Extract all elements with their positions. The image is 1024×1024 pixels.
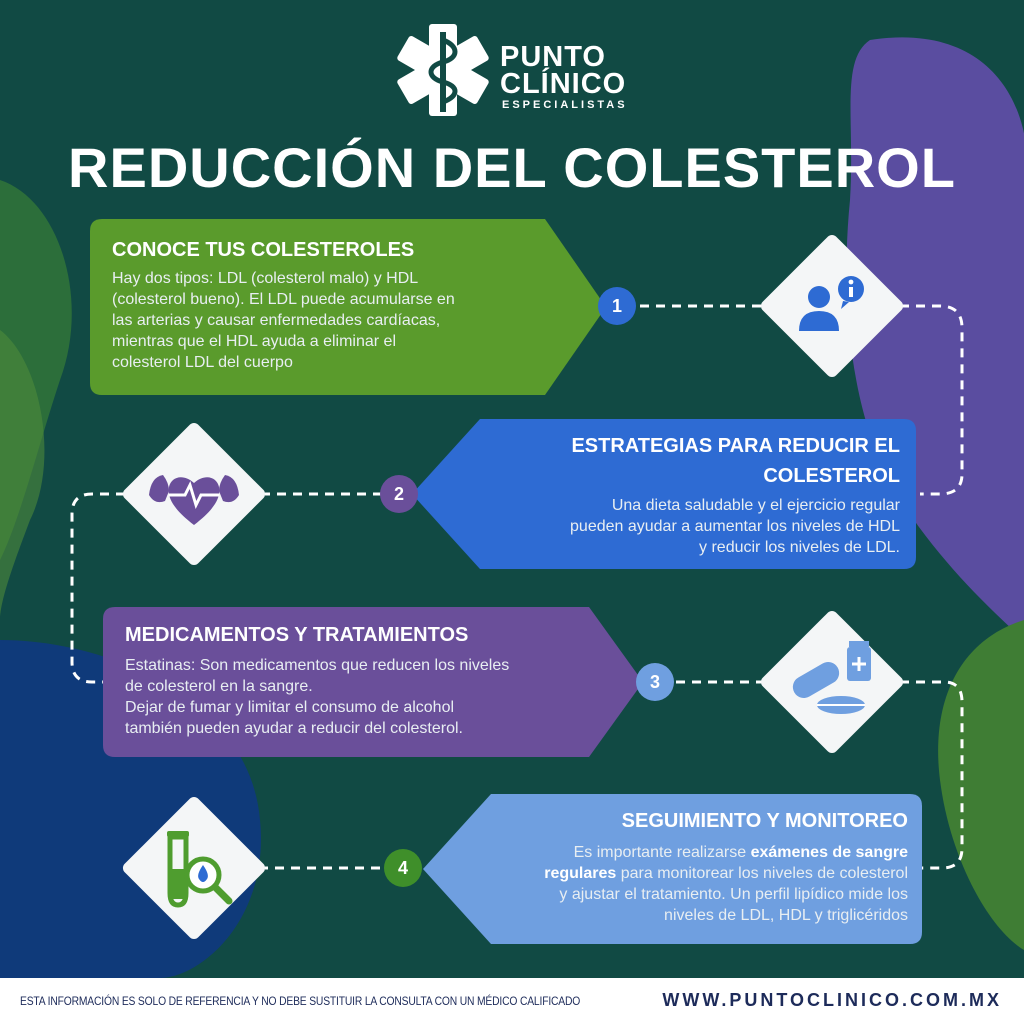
brand-logo — [397, 24, 489, 116]
step-1-body: Hay dos tipos: LDL (colesterol malo) y H… — [112, 268, 552, 373]
step-4-body-text: Es importante realizarse — [573, 844, 751, 861]
step-3-body-line: también pueden ayudar a reducir del cole… — [125, 720, 463, 737]
step-1-body-line: colesterol LDL del cuerpo — [112, 354, 293, 371]
brand-name-line2: CLÍNICO — [500, 68, 627, 100]
step-2-body-line: y reducir los niveles de LDL. — [699, 539, 900, 556]
brand-tagline: ESPECIALISTAS — [502, 99, 628, 111]
test-tube-search-icon — [167, 831, 233, 908]
step-4-title: SEGUIMIENTO Y MONITOREO — [621, 810, 908, 832]
step-card-2-shape — [412, 419, 916, 569]
step-1-body-line: mientras que el HDL ayuda a eliminar el — [112, 333, 396, 350]
step-4-number-badge: 4 — [384, 849, 422, 887]
footer-bar — [0, 978, 1024, 1024]
step-3-body-line: de colesterol en la sangre. — [125, 678, 313, 695]
step-4-body: Es importante realizarse exámenes de san… — [468, 842, 908, 926]
brand-name-line1: PUNTO — [500, 41, 606, 73]
footer-disclaimer: ESTA INFORMACIÓN ES SOLO DE REFERENCIA Y… — [20, 994, 581, 1008]
step-3-body-line: Estatinas: Son medicamentos que reducen … — [125, 657, 510, 674]
step-4-body-line: Es importante realizarse exámenes de san… — [468, 842, 908, 863]
page-title: REDUCCIÓN DEL COLESTEROL — [68, 136, 956, 199]
step-2-title-line: ESTRATEGIAS PARA REDUCIR EL — [571, 435, 900, 457]
step-card-3: MEDICAMENTOS Y TRATAMIENTOS Estatinas: S… — [103, 607, 645, 757]
step-2-body: Una dieta saludable y el ejercicio regul… — [460, 495, 900, 558]
step-card-2: ESTRATEGIAS PARA REDUCIR EL COLESTEROL U… — [410, 419, 916, 569]
step-1-body-line: Hay dos tipos: LDL (colesterol malo) y H… — [112, 270, 419, 287]
step-card-1-shape — [90, 219, 606, 395]
step-2-body-line: Una dieta saludable y el ejercicio regul… — [611, 497, 900, 514]
step-4-body-bold: regulares — [544, 865, 617, 882]
step-2-title-line: COLESTEROL — [763, 465, 900, 487]
step-card-4-shape — [423, 794, 922, 944]
step-card-3-shape — [103, 607, 643, 757]
step-3-body: Estatinas: Son medicamentos que reducen … — [125, 655, 615, 739]
step-2-number-badge: 2 — [380, 475, 418, 513]
step-3-title: MEDICAMENTOS Y TRATAMIENTOS — [125, 624, 469, 646]
step-card-1: CONOCE TUS COLESTEROLES Hay dos tipos: L… — [90, 219, 610, 395]
strong-heart-icon — [149, 475, 239, 525]
user-info-icon — [799, 276, 864, 331]
step-2-title: ESTRATEGIAS PARA REDUCIR EL COLESTEROL — [480, 431, 900, 491]
step-4-body-line: regulares para monitorear los niveles de… — [468, 863, 908, 884]
step-4-body-line: niveles de LDL, HDL y triglicéridos — [664, 907, 908, 924]
step-4-body-bold: exámenes de sangre — [750, 844, 908, 861]
step-1-body-line: (colesterol bueno). El LDL puede acumula… — [112, 291, 455, 308]
step-1-number-badge: 1 — [598, 287, 636, 325]
step-3-body-line: Dejar de fumar y limitar el consumo de a… — [125, 699, 455, 716]
step-4-body-line: y ajustar el tratamiento. Un perfil lipí… — [559, 886, 908, 903]
footer-website-link[interactable]: WWW.PUNTOCLINICO.COM.MX — [662, 990, 1002, 1010]
pills-icon — [792, 641, 871, 714]
step-2-body-line: pueden ayudar a aumentar los niveles de … — [570, 518, 900, 535]
step-card-4: SEGUIMIENTO Y MONITOREO Es importante re… — [421, 794, 922, 944]
step-1-title: CONOCE TUS COLESTEROLES — [112, 239, 415, 261]
step-4-body-text: para monitorear los niveles de colestero… — [616, 865, 908, 882]
step-1-body-line: las arterias y causar enfermedades cardí… — [112, 312, 441, 329]
step-3-number-badge: 3 — [636, 663, 674, 701]
